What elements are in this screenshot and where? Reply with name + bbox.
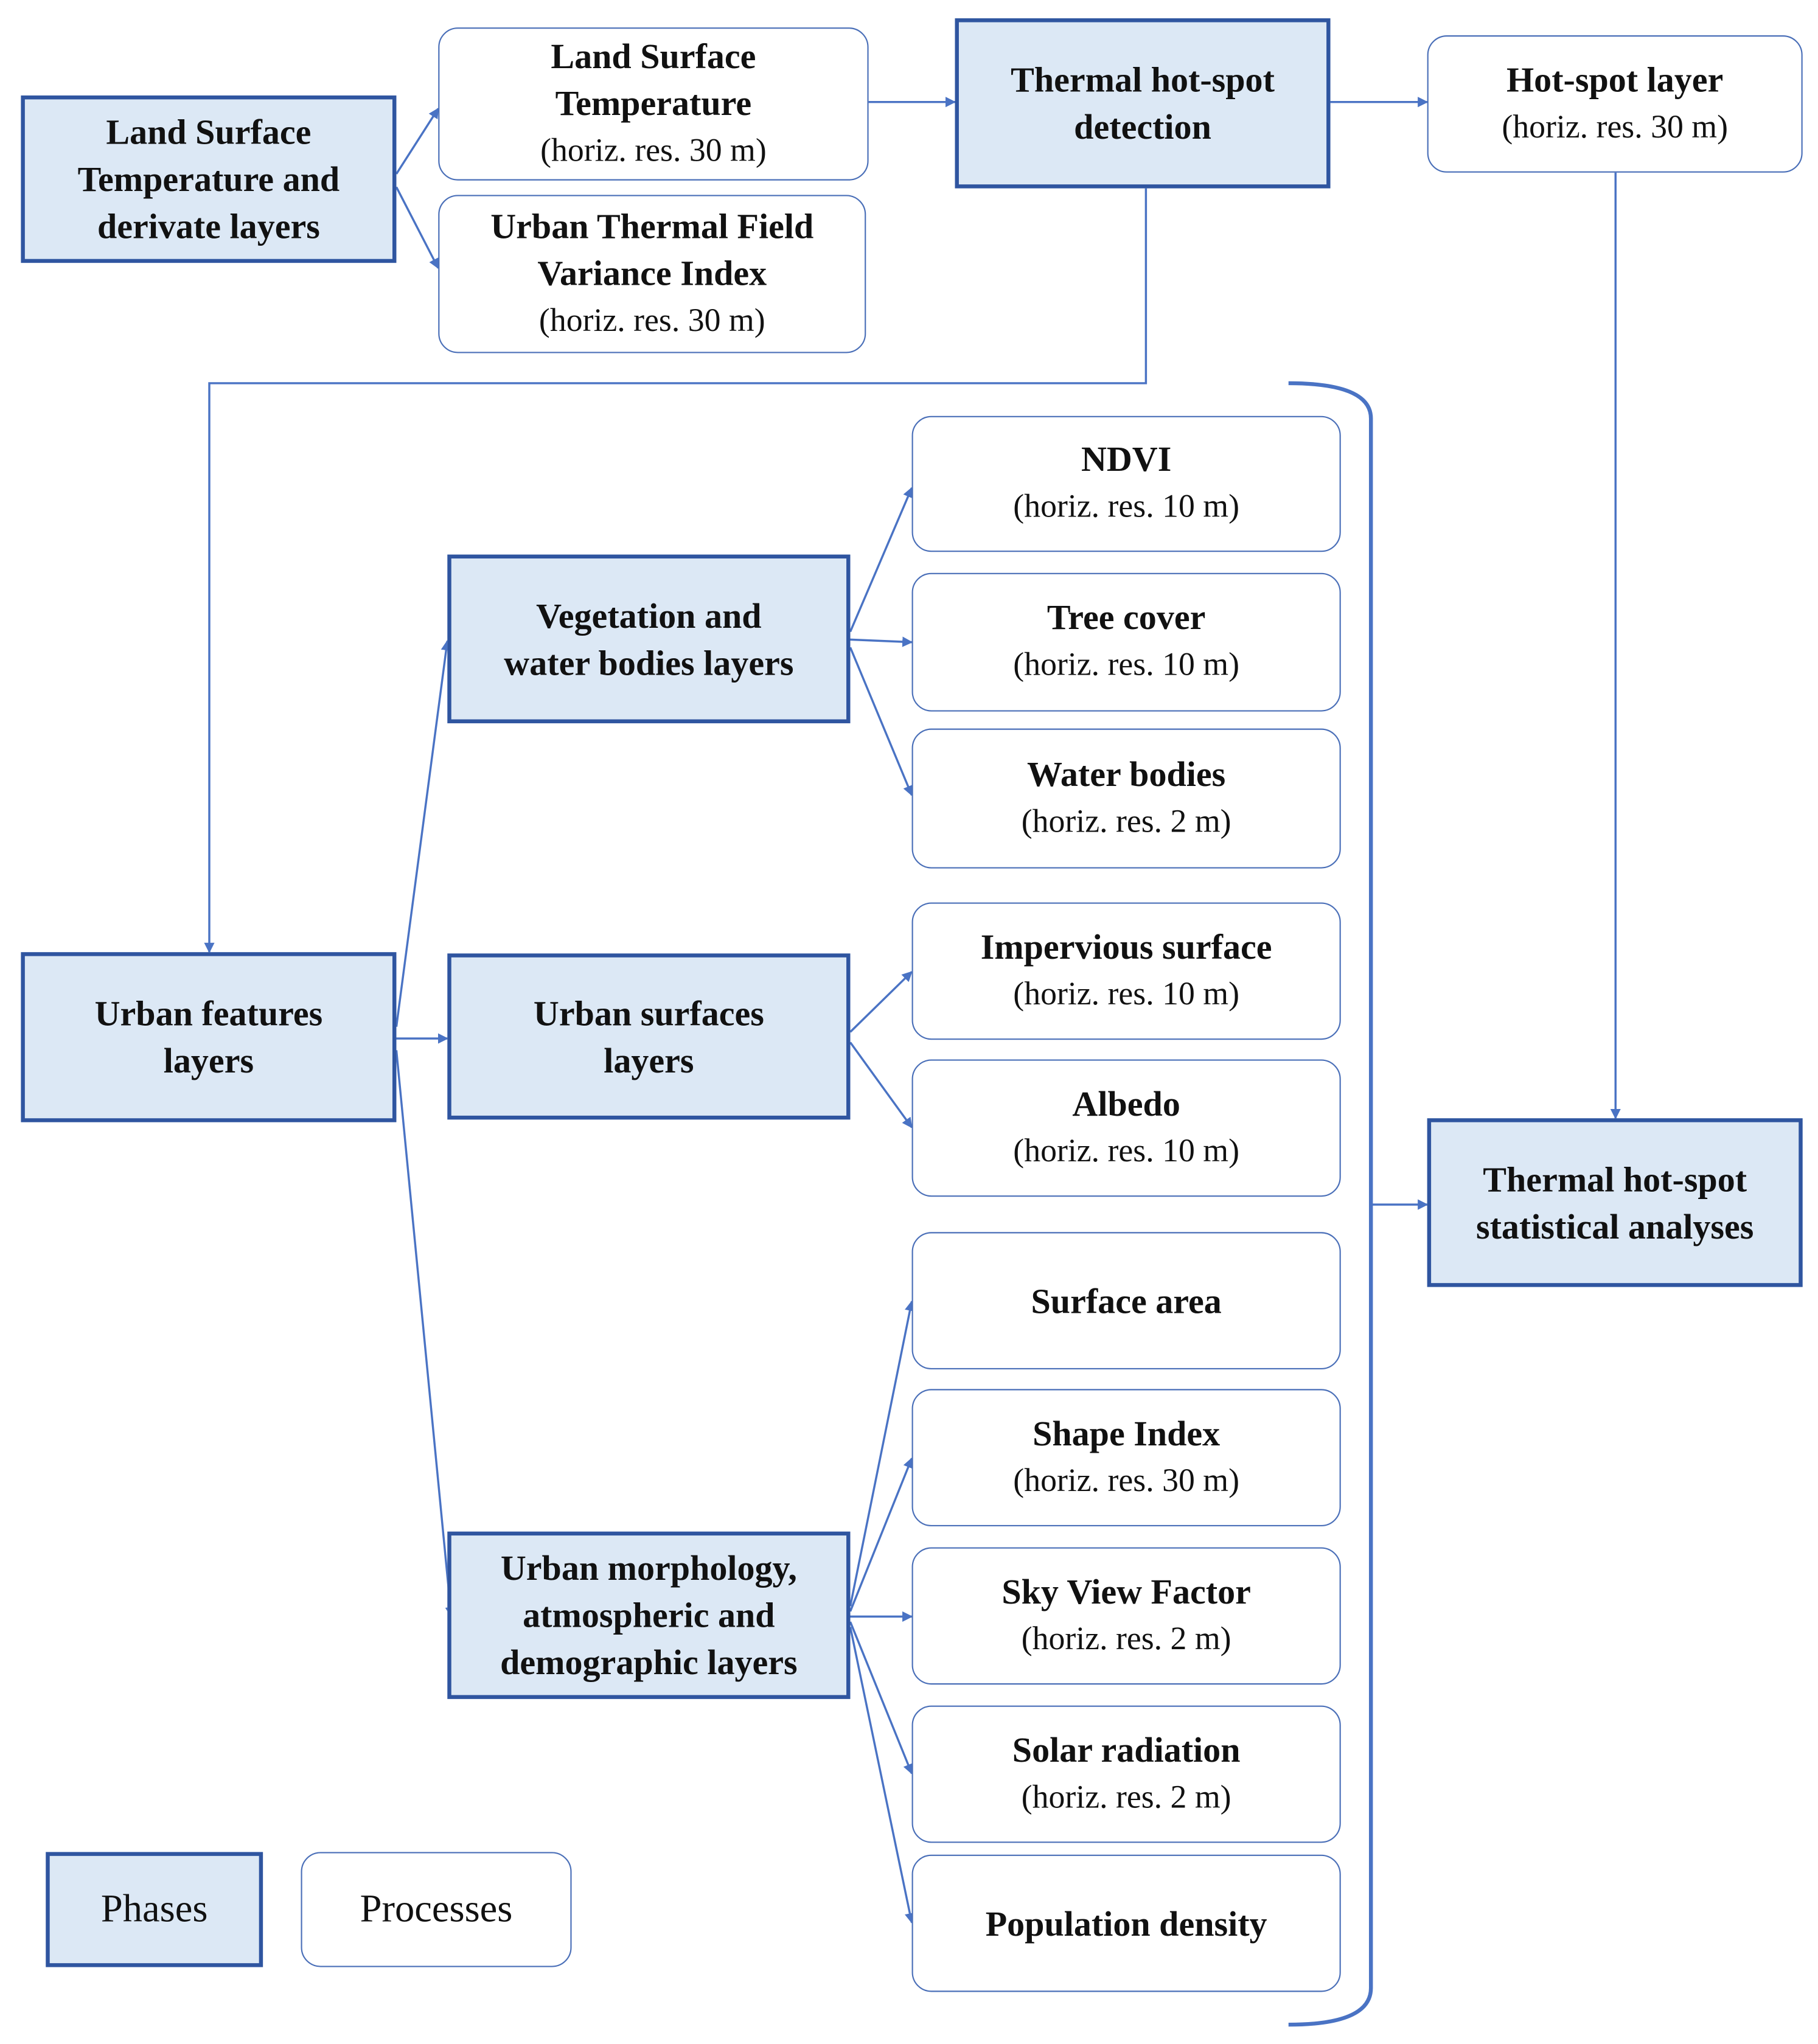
process-title: Sky View Factor [1001, 1571, 1251, 1611]
arrow-lst-layers-to-lst [395, 108, 439, 175]
arrow-lst-layers-to-utfvi [395, 186, 439, 269]
phase-title: Urban morphology, atmospheric and demogr… [500, 1548, 798, 1682]
arrow-morphology-to-population [849, 1627, 915, 1924]
process-ndvi: NDVI (horiz. res. 10 m) [911, 415, 1341, 552]
process-title: Shape Index [1033, 1413, 1221, 1453]
process-albedo: Albedo (horiz. res. 10 m) [911, 1059, 1341, 1197]
arrow-morphology-to-shape-index [849, 1457, 913, 1612]
phase-title: Thermal hot-spot detection [1011, 60, 1275, 147]
phase-title: Thermal hot-spot statistical analyses [1476, 1159, 1754, 1246]
process-title: Land Surface Temperature [551, 36, 756, 123]
process-resolution: (horiz. res. 30 m) [1502, 109, 1729, 145]
process-title: Tree cover [1047, 597, 1206, 638]
arrow-morphology-to-surface-area [849, 1300, 915, 1607]
process-title: Urban Thermal Field Variance Index [490, 206, 814, 293]
process-resolution: (horiz. res. 2 m) [1021, 1779, 1231, 1815]
arrow-surfaces-to-impervious [849, 971, 913, 1033]
phase-title: Land Surface Temperature and derivate la… [77, 112, 340, 246]
legend-phases: Phases [46, 1852, 263, 1967]
process-title: Hot-spot layer [1506, 59, 1724, 99]
arrow-vegetation-to-tree-cover [850, 636, 913, 647]
process-utfvi: Urban Thermal Field Variance Index (hori… [438, 195, 866, 353]
process-title: Population density [985, 1903, 1267, 1943]
process-tree-cover: Tree cover (horiz. res. 10 m) [911, 572, 1341, 712]
process-land-surface-temperature: Land Surface Temperature (horiz. res. 30… [438, 27, 869, 181]
process-surface-area: Surface area [911, 1232, 1341, 1370]
phase-lst-derivate-layers: Land Surface Temperature and derivate la… [21, 95, 397, 263]
process-shape-index: Shape Index (horiz. res. 30 m) [911, 1389, 1341, 1527]
process-impervious-surface: Impervious surface (horiz. res. 10 m) [911, 902, 1341, 1040]
process-resolution: (horiz. res. 10 m) [1013, 976, 1239, 1012]
arrow-urban-features-to-vegetation [395, 639, 451, 1027]
process-resolution: (horiz. res. 2 m) [1021, 1621, 1231, 1656]
process-water-bodies: Water bodies (horiz. res. 2 m) [911, 728, 1341, 869]
process-resolution: (horiz. res. 10 m) [1013, 647, 1239, 683]
process-title: Albedo [1072, 1083, 1180, 1123]
process-resolution: (horiz. res. 10 m) [1013, 1133, 1239, 1169]
process-resolution: (horiz. res. 30 m) [1013, 1462, 1239, 1498]
arrow-urban-features-to-morphology [395, 1050, 456, 1618]
phase-urban-features: Urban features layers [21, 952, 397, 1122]
process-title: Water bodies [1026, 754, 1226, 793]
process-resolution: (horiz. res. 10 m) [1013, 489, 1239, 525]
process-population-density: Population density [911, 1854, 1341, 1992]
legend-processes-label: Processes [360, 1887, 513, 1931]
phase-title: Vegetation and water bodies layers [504, 596, 794, 683]
process-sky-view-factor: Sky View Factor (horiz. res. 2 m) [911, 1547, 1341, 1685]
process-solar-radiation: Solar radiation (horiz. res. 2 m) [911, 1705, 1341, 1843]
phase-urban-surfaces: Urban surfaces layers [447, 953, 851, 1120]
process-title: NDVI [1081, 439, 1172, 479]
process-resolution: (horiz. res. 30 m) [540, 133, 767, 169]
phase-urban-morphology: Urban morphology, atmospheric and demogr… [447, 1531, 851, 1699]
arrow-vegetation-to-ndvi [849, 487, 913, 633]
arrow-surfaces-to-albedo [849, 1041, 913, 1128]
phase-title: Urban features layers [94, 994, 323, 1080]
arrow-detection-to-urban-features [204, 188, 1148, 953]
process-title: Impervious surface [980, 926, 1272, 966]
process-title: Surface area [1031, 1281, 1222, 1321]
process-hotspot-layer: Hot-spot layer (horiz. res. 30 m) [1427, 35, 1803, 173]
phase-vegetation-water: Vegetation and water bodies layers [447, 554, 851, 723]
phase-title: Urban surfaces layers [533, 993, 764, 1080]
phase-hotspot-detection: Thermal hot-spot detection [955, 18, 1331, 189]
legend-processes: Processes [301, 1852, 572, 1967]
process-resolution: (horiz. res. 30 m) [538, 302, 765, 338]
arrow-vegetation-to-water [849, 647, 913, 796]
process-title: Solar radiation [1012, 1729, 1241, 1769]
grouping-bracket [1288, 381, 1373, 2027]
process-resolution: (horiz. res. 2 m) [1021, 804, 1231, 839]
legend-phases-label: Phases [100, 1887, 208, 1931]
phase-statistical-analyses: Thermal hot-spot statistical analyses [1427, 1118, 1803, 1287]
arrow-morphology-to-solar [849, 1621, 913, 1775]
